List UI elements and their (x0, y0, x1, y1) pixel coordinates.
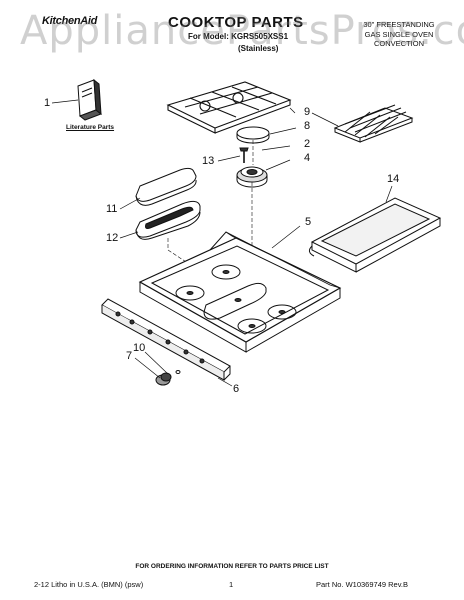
callout-7: 7 (126, 350, 133, 362)
brand-logo: KitchenAid (42, 15, 98, 27)
literature-booklet-drawing (77, 78, 102, 121)
left-grate-drawing (166, 81, 292, 134)
callout-2: 2 (304, 138, 311, 150)
literature-parts-label: Literature Parts (66, 124, 115, 131)
screw-drawing (239, 147, 249, 163)
callout-8: 8 (304, 120, 311, 132)
leader-line (119, 231, 139, 239)
callout-10: 10 (133, 342, 146, 354)
callout-1: 1 (44, 97, 51, 109)
page-number: 1 (229, 580, 234, 589)
leader-line (119, 197, 141, 210)
leader-line (385, 185, 393, 203)
callout-12: 12 (106, 232, 119, 244)
callout-14: 14 (387, 173, 400, 185)
callout-4: 4 (304, 152, 311, 164)
cooktop-drawing (138, 231, 342, 353)
leader-line (51, 99, 79, 104)
callout-11: 11 (106, 203, 118, 215)
leader-line (311, 112, 339, 127)
control-panel-drawing (101, 298, 231, 381)
model-number: For Model: KGRS505XSS1 (188, 32, 289, 41)
griddle-drawing (308, 197, 442, 273)
finish-label: (Stainless) (238, 44, 279, 53)
callout-9: 9 (304, 106, 311, 118)
part-number: Part No. W10369749 Rev.B (316, 580, 408, 589)
appliance-description-line: GAS SINGLE OVEN (364, 29, 434, 39)
leader-line (261, 145, 291, 151)
leader-line (269, 127, 297, 135)
litho-info: 2-12 Litho in U.S.A. (BMN) (psw) (34, 580, 144, 589)
right-grate-drawing (333, 104, 414, 143)
callout-13: 13 (202, 155, 215, 167)
callout-6: 6 (233, 383, 240, 395)
callout-5: 5 (305, 216, 312, 228)
appliance-description-line: 30" FREESTANDING (363, 20, 435, 29)
appliance-description-line: CONVECTION (373, 39, 424, 48)
page-title: COOKTOP PARTS (168, 14, 304, 31)
leader-line (217, 155, 241, 162)
leader-line (144, 351, 169, 375)
leader-line (134, 357, 161, 379)
leader-line (271, 225, 301, 249)
oval-burner-cap-drawing (135, 167, 197, 206)
ordering-info: FOR ORDERING INFORMATION REFER TO PARTS … (135, 563, 329, 570)
oval-burner-head-drawing (135, 200, 201, 240)
leader-line (289, 107, 296, 114)
appliance-description: 30" FREESTANDING GAS SINGLE OVEN CONVECT… (344, 20, 454, 49)
leader-line (265, 159, 291, 171)
leader-line (217, 377, 233, 387)
